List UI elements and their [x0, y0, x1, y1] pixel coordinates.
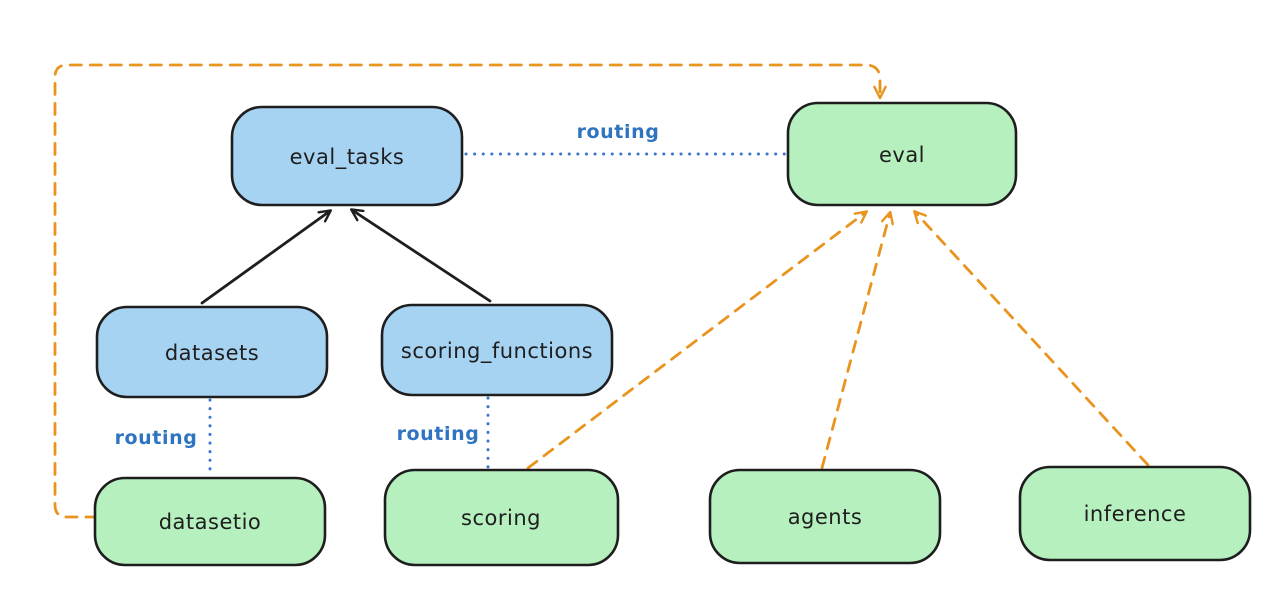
- node-datasetio-box: [93, 476, 327, 567]
- node-agents: agents: [708, 468, 942, 565]
- edge-scoring-to-eval: [526, 210, 868, 470]
- edge-inference-to-eval: [913, 210, 1150, 467]
- node-datasets-label: datasets: [165, 341, 259, 365]
- node-agents-label: agents: [788, 505, 863, 529]
- edge-label-routing-top: routing: [577, 121, 660, 143]
- node-inference-box: [1018, 465, 1252, 562]
- node-datasets: datasets: [95, 305, 329, 399]
- node-eval-tasks-box: [230, 105, 464, 207]
- node-inference-label: inference: [1084, 502, 1187, 526]
- node-datasetio: datasetio: [93, 476, 327, 567]
- edge-label-routing-middle: routing: [397, 423, 480, 445]
- edge-agents-to-eval: [820, 210, 894, 470]
- node-inference: inference: [1018, 465, 1252, 562]
- edge-label-routing-left: routing: [115, 427, 198, 449]
- node-eval-label: eval: [879, 143, 925, 167]
- node-eval: eval: [786, 101, 1018, 207]
- edge-datasetio-to-eval: [53, 63, 887, 519]
- node-eval-box: [786, 101, 1018, 207]
- edge-datasets-to-eval-tasks: [200, 209, 333, 305]
- node-eval-tasks-label: eval_tasks: [290, 145, 405, 170]
- node-datasets-box: [95, 305, 329, 399]
- node-scoring-label: scoring: [461, 506, 541, 530]
- edge-scoring-functions-to-eval-tasks: [349, 208, 492, 303]
- node-agents-box: [708, 468, 942, 565]
- node-scoring-functions-box: [380, 303, 614, 397]
- node-datasetio-label: datasetio: [159, 510, 262, 534]
- node-scoring: scoring: [383, 468, 620, 567]
- node-scoring-functions: scoring_functions: [380, 303, 614, 397]
- node-scoring-functions-label: scoring_functions: [401, 339, 593, 364]
- node-eval-tasks: eval_tasks: [230, 105, 464, 207]
- node-scoring-box: [383, 468, 620, 567]
